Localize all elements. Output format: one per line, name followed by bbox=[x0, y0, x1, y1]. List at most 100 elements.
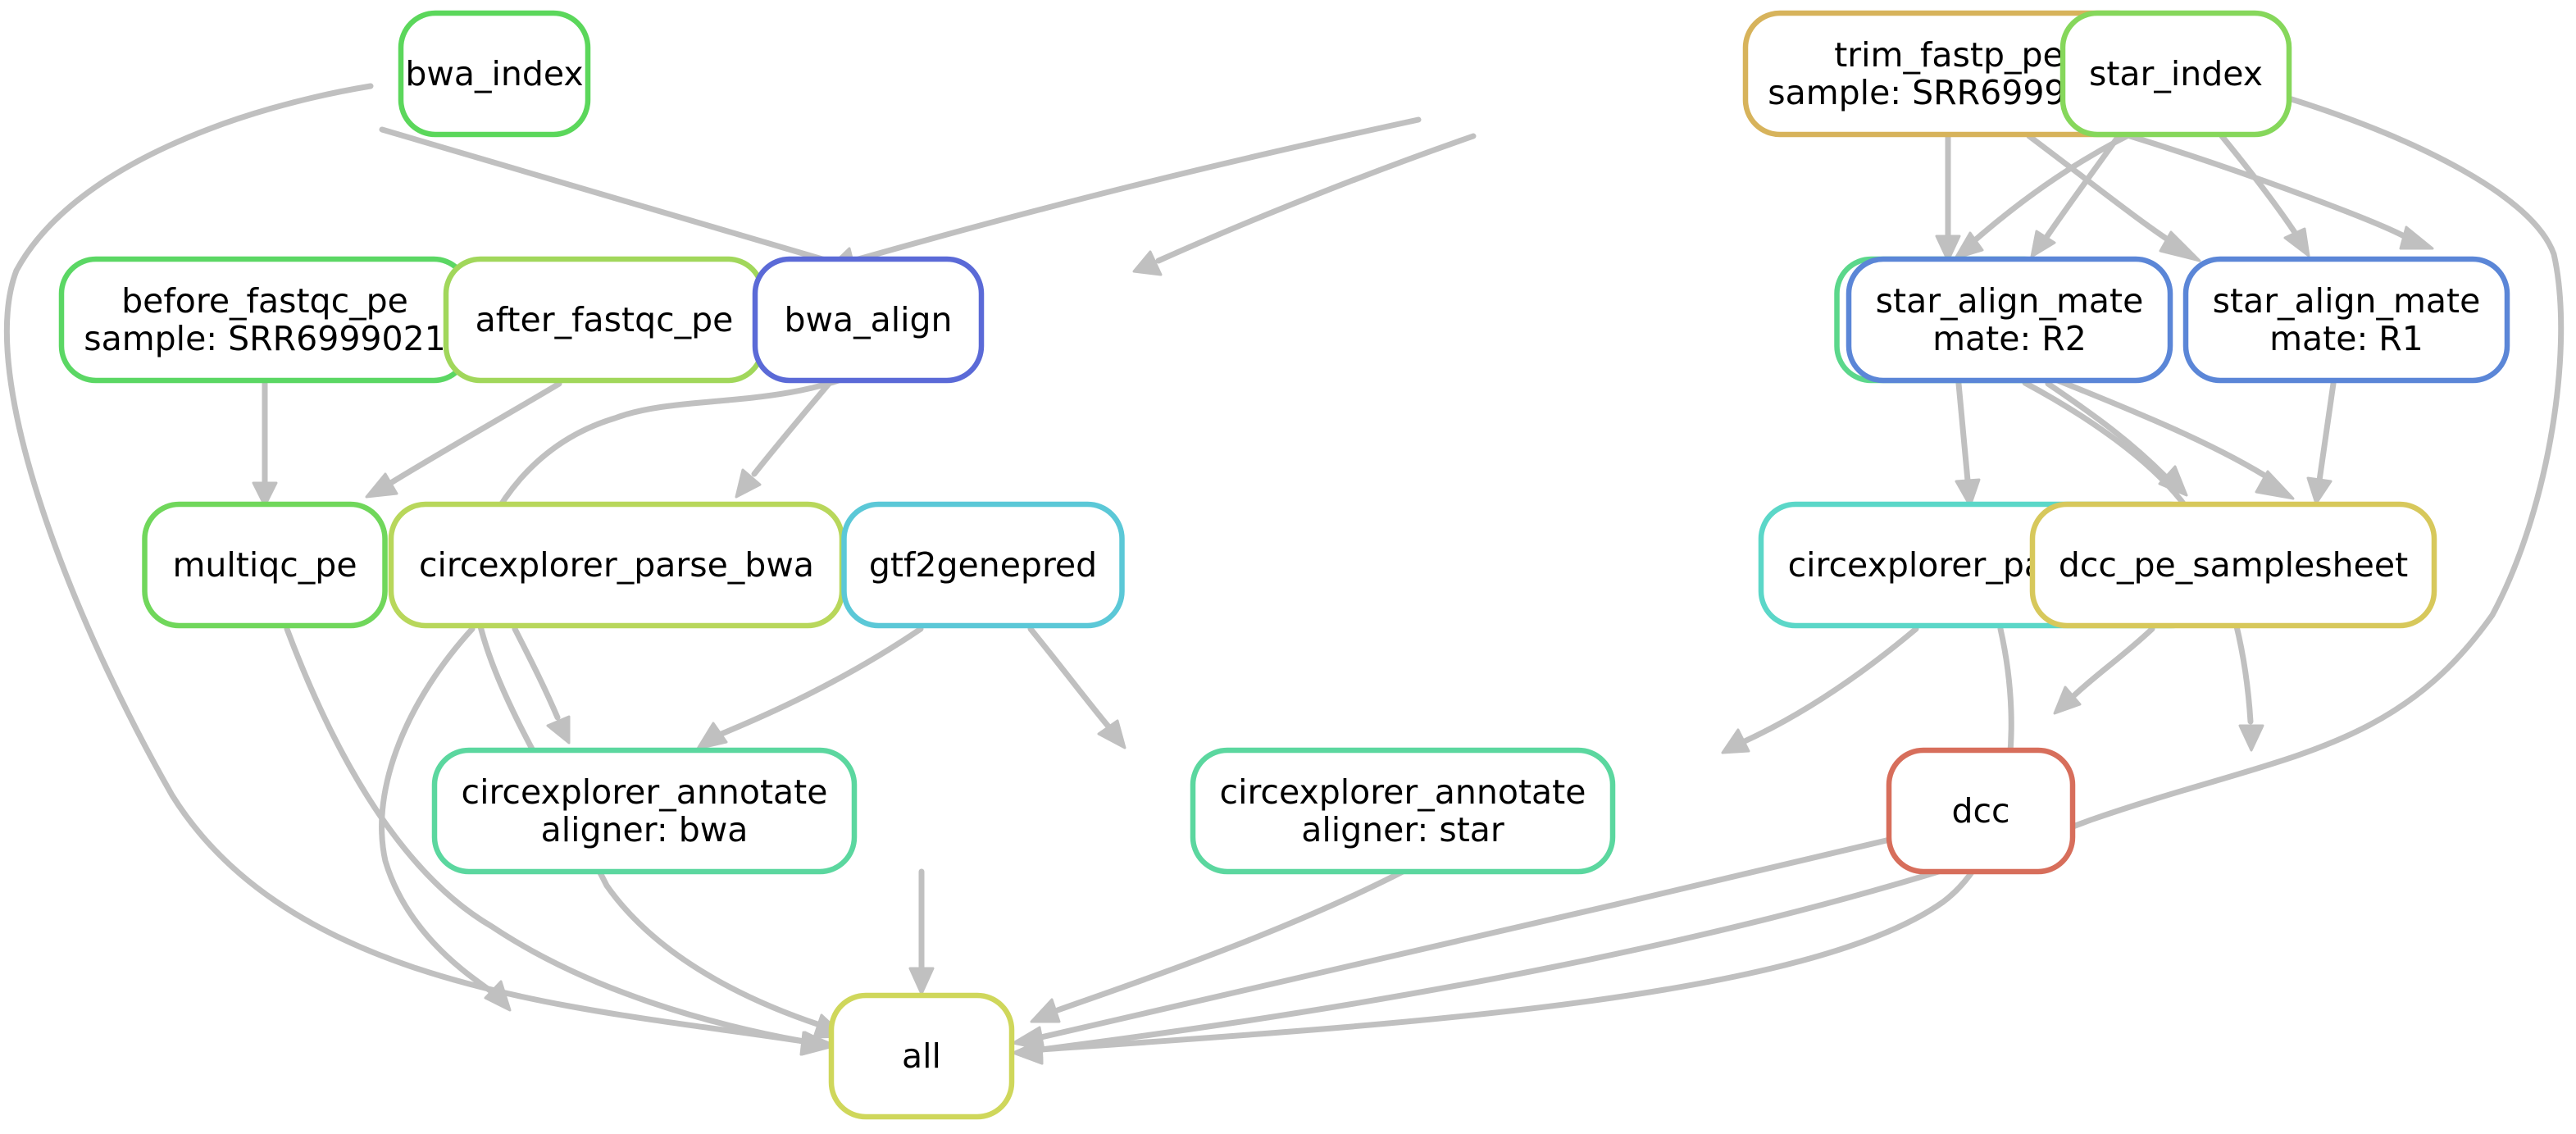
edge-line bbox=[379, 626, 495, 995]
edge-star_index-to-star_align_mate_r1 bbox=[2219, 133, 2310, 257]
node-gtf2genepred: gtf2genepred bbox=[841, 501, 1125, 629]
edge-arrowhead bbox=[696, 722, 728, 750]
edge-line bbox=[2316, 380, 2337, 484]
edge-arrowhead bbox=[1030, 998, 1061, 1023]
node-box bbox=[1190, 747, 1616, 875]
edge-before_fastqc_pe-to-multiqc_pe bbox=[252, 380, 278, 508]
edge-line bbox=[849, 116, 1422, 264]
edge-dcc-to-all bbox=[1012, 836, 1893, 1051]
edge-trim_fastp_pe-to-bwa_align bbox=[1132, 133, 1477, 276]
edge-arrowhead bbox=[800, 1031, 835, 1056]
edge-line bbox=[2122, 131, 2410, 241]
edge-line bbox=[386, 380, 562, 487]
edge-line bbox=[512, 626, 561, 721]
node-label: gtf2genepred bbox=[869, 545, 1097, 585]
edge-trim_fastp_pe-to-star_align_mate_r1 bbox=[2122, 131, 2434, 250]
edge-line bbox=[1038, 836, 1893, 1041]
edge-arrowhead bbox=[546, 715, 571, 745]
node-bwa-align: bwa_align bbox=[752, 256, 985, 384]
edge-arrowhead bbox=[1132, 250, 1163, 276]
edge-trim_fastp_pe-to-star_align_mate_r2 bbox=[2026, 133, 2201, 262]
edge-line bbox=[1054, 868, 1406, 1013]
node-box bbox=[841, 501, 1125, 629]
node-box bbox=[2059, 10, 2292, 138]
edge-star_align-to-dcc_pe_samplesheet bbox=[2018, 362, 2295, 500]
edge-circexplorer_annotate_star-to-all bbox=[1030, 868, 1406, 1023]
edge-arrowhead bbox=[908, 967, 935, 995]
node-box bbox=[828, 992, 1015, 1120]
edge-line bbox=[1973, 120, 2157, 243]
node-box bbox=[431, 747, 858, 875]
edge-bwa_index-to-bwa_align bbox=[379, 126, 889, 280]
edge-arrowhead bbox=[735, 468, 762, 499]
edge-line bbox=[1741, 626, 1919, 745]
node-label: bwa_index bbox=[405, 54, 583, 93]
node-circexplorer-parse-bwa: circexplorer_parse_bwa bbox=[388, 501, 845, 629]
node-label: dcc_pe_samplesheet bbox=[2059, 545, 2408, 585]
node-dcc-pe-samplesheet: dcc_pe_samplesheet bbox=[2029, 501, 2437, 629]
node-label: star_align_mate bbox=[2213, 281, 2481, 321]
edge-line bbox=[2022, 380, 2254, 725]
edge-line bbox=[2044, 133, 2122, 239]
edge-arrowhead bbox=[484, 980, 512, 1012]
node-bwa-index: bwa_index bbox=[398, 10, 591, 138]
edge-star_index-to-star_align bbox=[1954, 120, 2157, 260]
edge-line bbox=[1955, 380, 1971, 484]
node-label: all bbox=[902, 1036, 941, 1076]
edge-line bbox=[2045, 380, 2168, 479]
edge-gtf2genepred-to-circexplorer_annotate_bwa bbox=[696, 626, 924, 750]
edge-arrowhead bbox=[2053, 685, 2082, 715]
node-box bbox=[142, 501, 388, 629]
edge-arrowhead bbox=[1721, 728, 1750, 754]
edge-arrowhead bbox=[2399, 225, 2434, 250]
edge-arrowhead bbox=[1097, 719, 1126, 749]
edge-line bbox=[2071, 626, 2155, 699]
node-box bbox=[398, 10, 591, 138]
edge-arrowhead bbox=[2238, 724, 2264, 752]
node-label: bwa_align bbox=[784, 300, 952, 339]
node-dcc: dcc bbox=[1886, 747, 2076, 875]
edge-arrowhead bbox=[1954, 231, 1984, 260]
node-box bbox=[2182, 256, 2510, 384]
node-after-fastqc-pe: after_fastqc_pe bbox=[443, 256, 766, 384]
edge-star_align-to-circexplorer_parse_star bbox=[1955, 380, 1981, 508]
node-box bbox=[2029, 501, 2437, 629]
edge-line bbox=[718, 626, 924, 737]
edge-trim_fastp_pe-to-star_align bbox=[1935, 133, 1961, 262]
edge-dcc_pe_samplesheet-to-dcc bbox=[2053, 626, 2155, 715]
edge-line bbox=[2219, 133, 2299, 237]
edge-line bbox=[379, 126, 848, 269]
edge-arrowhead bbox=[2159, 230, 2201, 262]
edge-bwa_align-to-all bbox=[471, 366, 872, 1039]
edge-circexplorer_parse_star-to-circexplorer_annotate_star bbox=[1721, 626, 1919, 754]
node-label: circexplorer_annotate bbox=[1220, 772, 1586, 812]
node-label: star_index bbox=[2089, 54, 2263, 93]
node-label: circexplorer_annotate bbox=[462, 772, 828, 812]
edge-arrowhead bbox=[1012, 1026, 1045, 1051]
node-star-index: star_index bbox=[2059, 10, 2292, 138]
node-label: mate: R2 bbox=[1932, 319, 2087, 358]
node-all: all bbox=[828, 992, 1015, 1120]
edge-circexplorer_parse_bwa-to-circexplorer_annotate_bwa bbox=[512, 626, 571, 745]
node-box bbox=[1846, 256, 2173, 384]
node-label: sample: SRR6999021 bbox=[84, 319, 446, 358]
edge-line bbox=[2026, 133, 2176, 246]
edge-after_fastqc_pe-to-multiqc_pe bbox=[365, 380, 562, 499]
edge-line bbox=[284, 626, 807, 1045]
node-label: before_fastqc_pe bbox=[121, 281, 408, 321]
edge-star_align_mate_r2-to-dcc_pe_samplesheet bbox=[2045, 380, 2188, 497]
node-box bbox=[1886, 747, 2076, 875]
edge-arrowhead bbox=[2158, 465, 2188, 497]
edge-arrowhead bbox=[1955, 478, 1981, 508]
edge-arrowhead bbox=[2306, 476, 2333, 505]
edge-line bbox=[751, 380, 832, 477]
edge-line bbox=[1155, 133, 1477, 264]
node-label: aligner: bwa bbox=[541, 810, 749, 849]
